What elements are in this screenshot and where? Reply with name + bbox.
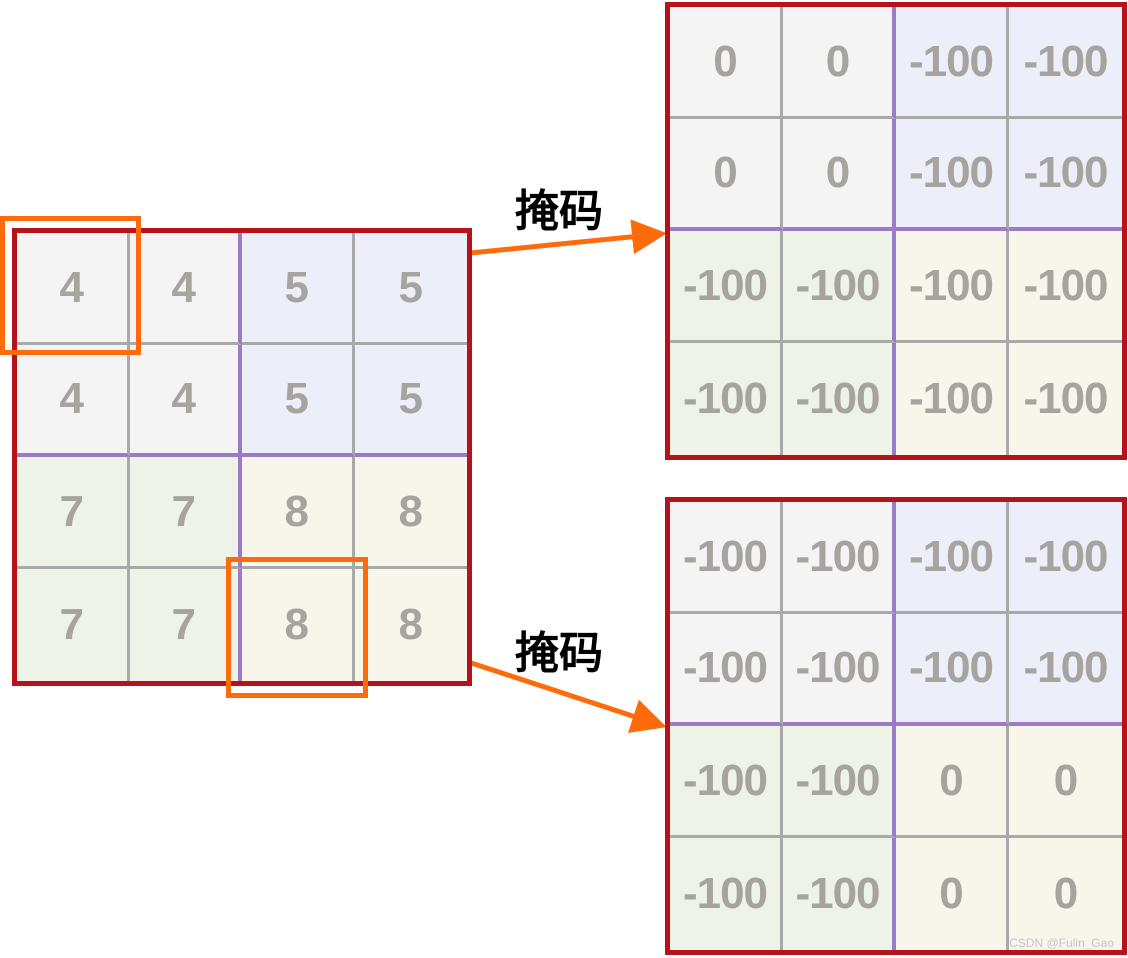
highlight-box-bottom-right	[226, 557, 368, 698]
mask-top-cell: 0	[670, 7, 783, 119]
mask-bottom-cell: -100	[783, 502, 896, 614]
mask-bottom-cell: -100	[1009, 502, 1122, 614]
input-cell: 8	[242, 457, 355, 569]
mask-bottom-cell: -100	[1009, 614, 1122, 726]
input-cell: 5	[242, 345, 355, 457]
watermark: CSDN @Fulin_Gao	[1009, 936, 1114, 950]
mask-bottom-cell: -100	[896, 614, 1009, 726]
mask-bottom-cell: 0	[1009, 838, 1122, 950]
mask-top-cell: -100	[783, 343, 896, 455]
mask-bottom-cell: 0	[896, 838, 1009, 950]
mask-bottom-cell: -100	[783, 726, 896, 838]
mask-top-cell: -100	[1009, 343, 1122, 455]
input-cell: 8	[354, 569, 467, 681]
mask-top-cell: -100	[783, 231, 896, 343]
input-cell: 5	[354, 345, 467, 457]
mask-top-cell: -100	[1009, 7, 1122, 119]
mask-top-cell: -100	[670, 343, 783, 455]
mask-grid-bottom: -100-100-100-100-100-100-100-100-100-100…	[665, 497, 1127, 955]
input-cell: 5	[242, 233, 355, 345]
highlight-box-top-left	[0, 216, 141, 355]
mask-top-cell: -100	[1009, 231, 1122, 343]
mask-top-cell: 0	[783, 7, 896, 119]
mask-bottom-cell: 0	[1009, 726, 1122, 838]
input-cell: 4	[17, 233, 130, 345]
arrow-label-bottom: 掩码	[515, 628, 603, 679]
input-cell: 4	[129, 233, 242, 345]
input-cell: 4	[129, 345, 242, 457]
mask-bottom-cell: -100	[783, 838, 896, 950]
mask-bottom-cell: -100	[670, 614, 783, 726]
mask-top-cell: -100	[670, 231, 783, 343]
input-cell: 4	[17, 345, 130, 457]
mask-bottom-cell: 0	[896, 726, 1009, 838]
mask-top-cell: -100	[1009, 119, 1122, 231]
mask-bottom-cell: -100	[783, 614, 896, 726]
arrow-label-top: 掩码	[515, 186, 603, 237]
mask-top-cell: -100	[896, 343, 1009, 455]
input-cell: 5	[354, 233, 467, 345]
input-cell: 7	[129, 457, 242, 569]
input-cell: 7	[17, 457, 130, 569]
mask-top-cell: 0	[783, 119, 896, 231]
mask-top-cell: -100	[896, 7, 1009, 119]
mask-bottom-cell: -100	[670, 502, 783, 614]
input-cell: 7	[129, 569, 242, 681]
mask-top-cell: -100	[896, 119, 1009, 231]
mask-top-cell: 0	[670, 119, 783, 231]
mask-bottom-cell: -100	[896, 502, 1009, 614]
mask-top-cell: -100	[896, 231, 1009, 343]
input-cell: 8	[242, 569, 355, 681]
input-cell: 7	[17, 569, 130, 681]
mask-bottom-cell: -100	[670, 726, 783, 838]
mask-bottom-cell: -100	[670, 838, 783, 950]
input-cell: 8	[354, 457, 467, 569]
